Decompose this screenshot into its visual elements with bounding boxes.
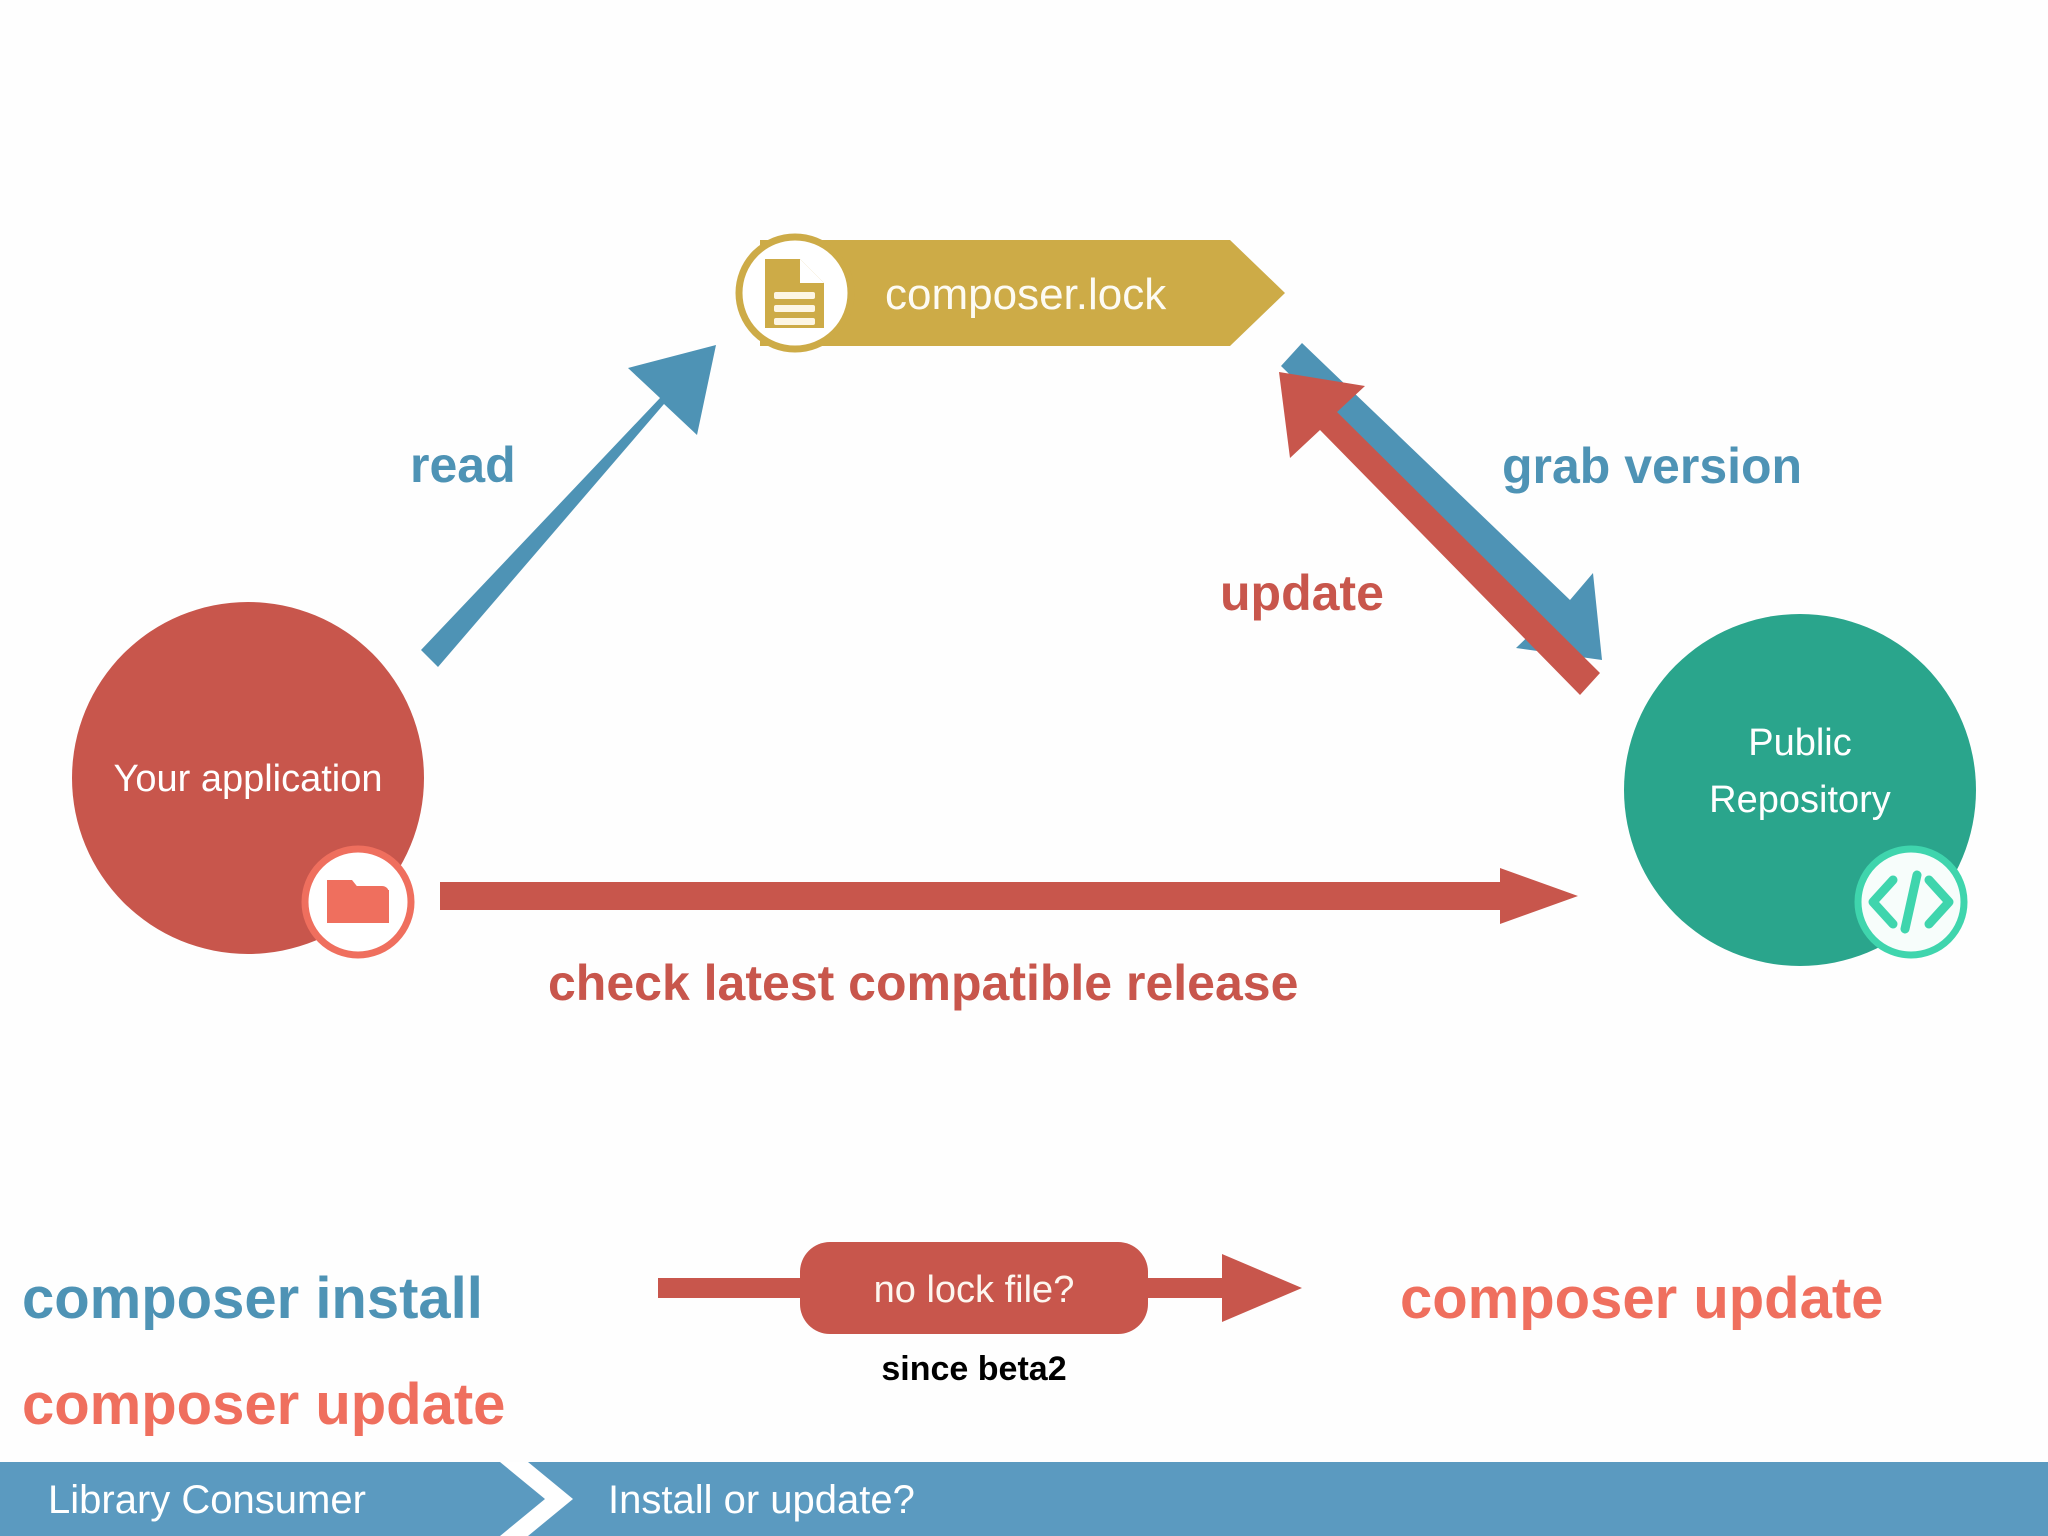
public-repository-label-line2: Repository (1709, 779, 1891, 821)
no-lock-file-pill-label: no lock file? (874, 1269, 1075, 1311)
update-arrow-label: update (1220, 565, 1384, 621)
breadcrumb-chevron-icon (500, 1462, 573, 1536)
footer-background (0, 1462, 2048, 1536)
breadcrumb-item-install-or-update[interactable]: Install or update? (608, 1478, 915, 1522)
folder-icon (327, 880, 389, 923)
read-arrow (421, 345, 716, 667)
no-lock-file-pill[interactable]: no lock file? (800, 1242, 1148, 1334)
composer-lock-banner-shape (760, 240, 1285, 346)
grab-version-arrow-label: grab version (1502, 438, 1802, 494)
your-application-label: Your application (113, 758, 382, 800)
public-repository-label-line1: Public (1748, 722, 1852, 764)
composer-update-right-label: composer update (1400, 1266, 1883, 1331)
grab-version-arrow (1281, 343, 1602, 660)
document-icon (765, 259, 824, 328)
since-beta2-note: since beta2 (881, 1350, 1066, 1388)
read-arrow-label: read (410, 437, 516, 493)
your-application-node[interactable]: Your application (72, 602, 424, 959)
check-release-arrow (440, 868, 1578, 924)
check-release-arrow-label: check latest compatible release (548, 955, 1298, 1011)
composer-lock-node[interactable]: composer.lock (735, 233, 1285, 353)
composer-lock-label: composer.lock (885, 270, 1167, 319)
breadcrumb-item-library-consumer[interactable]: Library Consumer (48, 1478, 366, 1522)
composer-update-left-label: composer update (22, 1372, 505, 1437)
update-arrow (1279, 372, 1600, 695)
composer-install-label: composer install (22, 1266, 483, 1331)
public-repository-node[interactable]: Public Repository (1624, 614, 1976, 966)
code-icon (1868, 870, 1954, 934)
